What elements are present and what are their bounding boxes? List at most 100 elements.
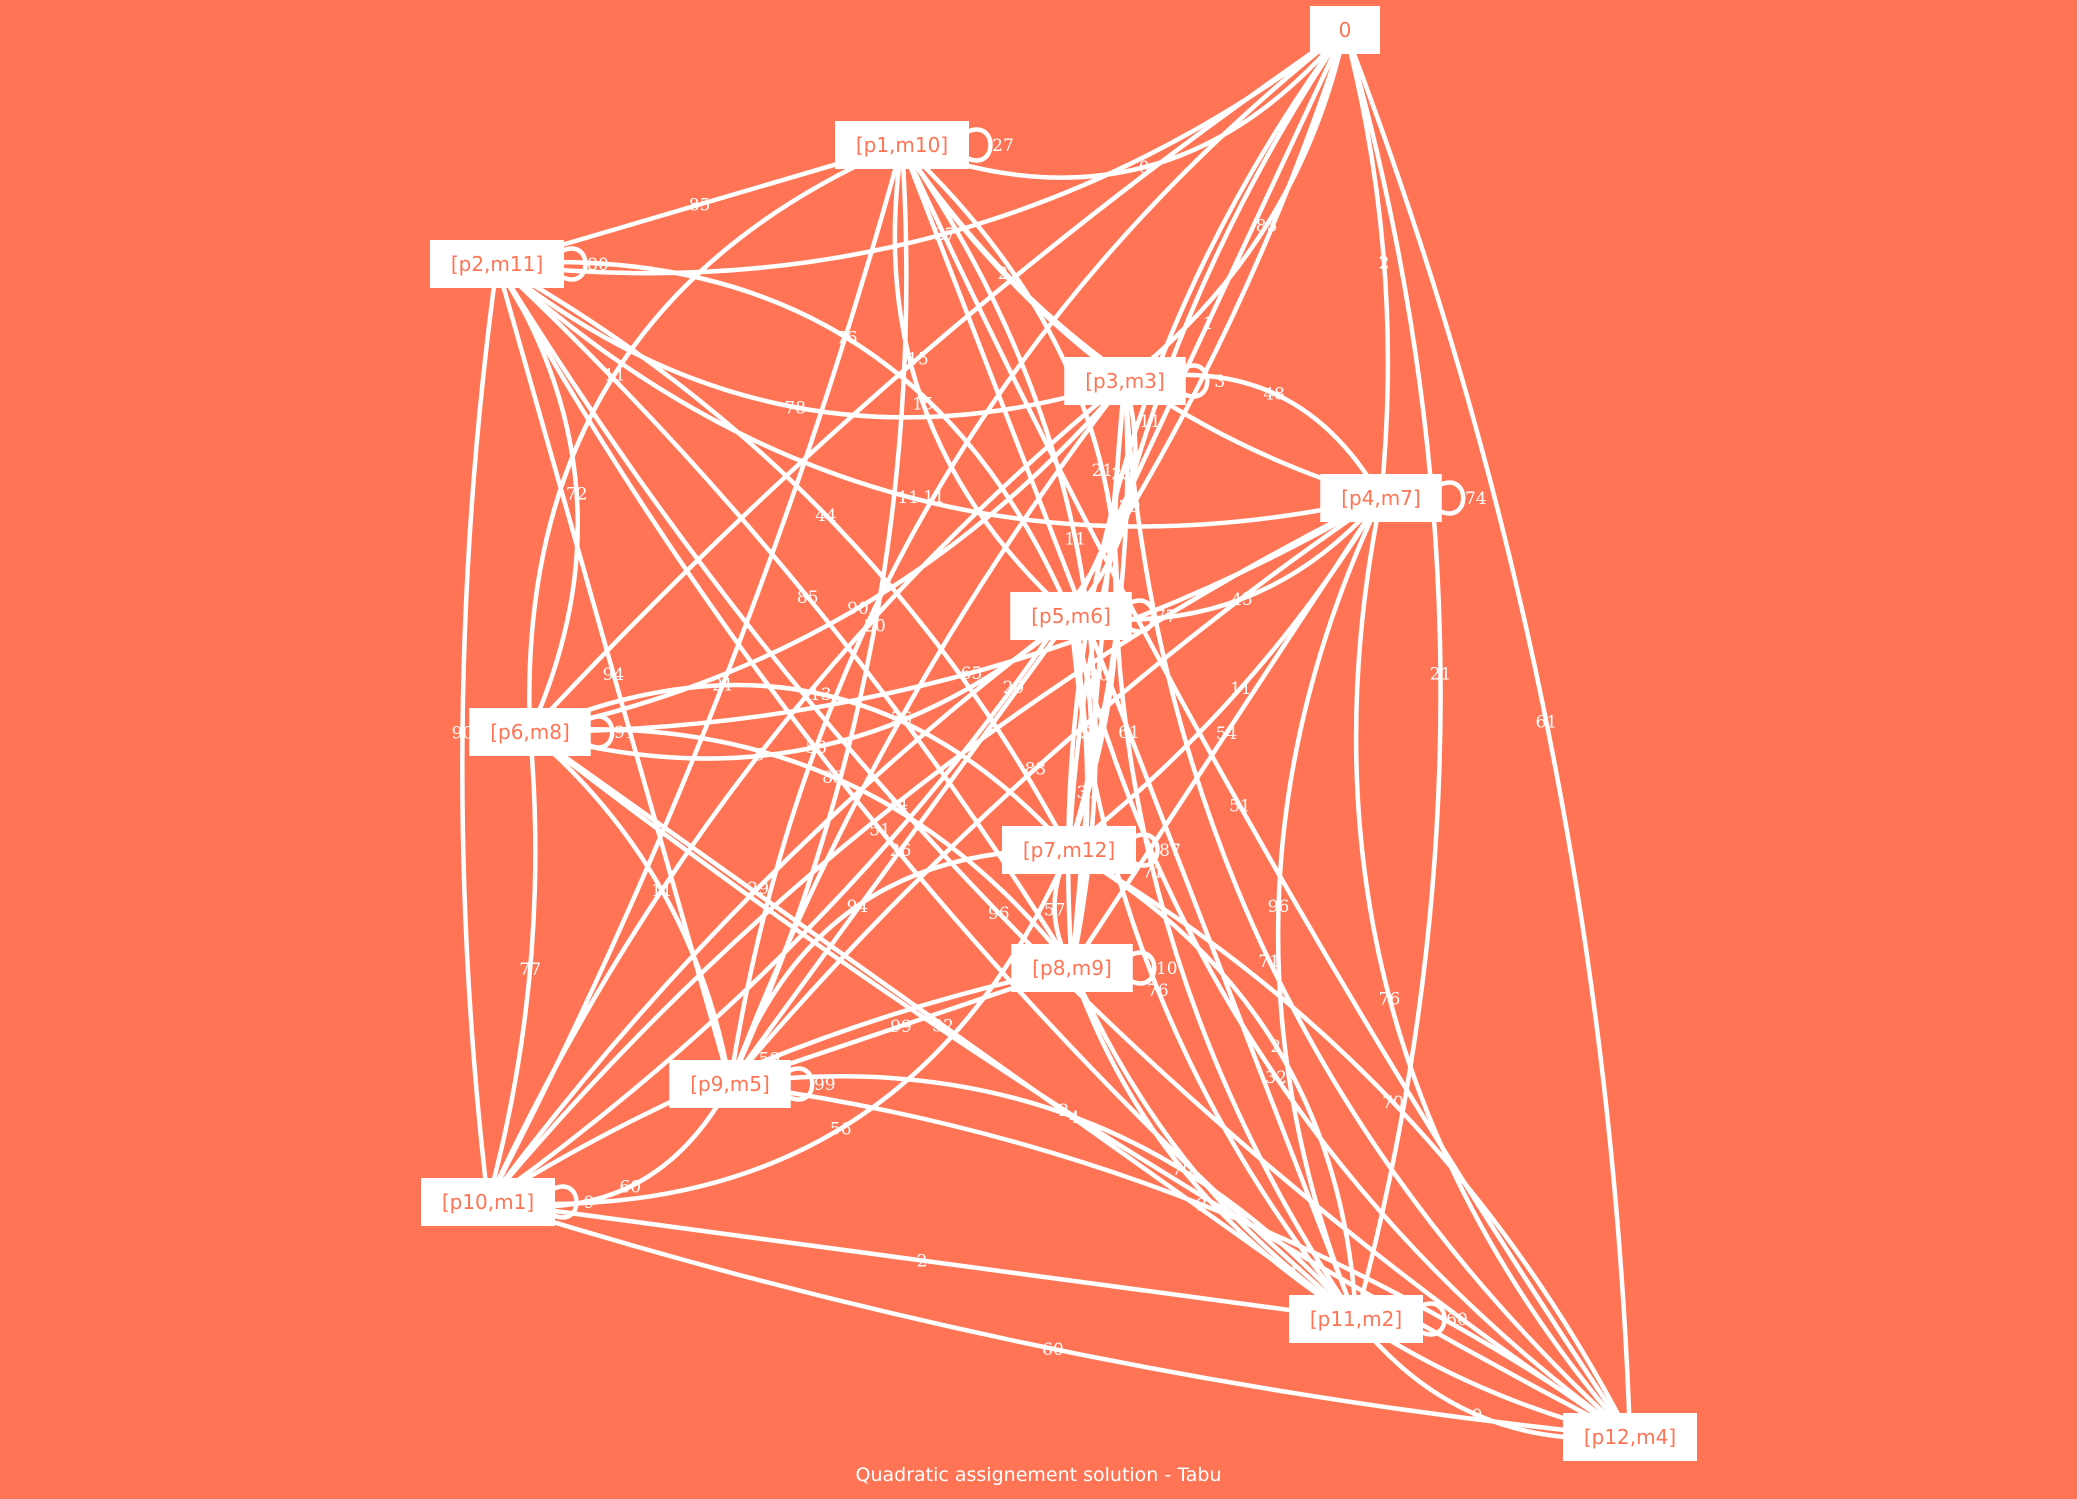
node-n8: [p8,m9] (1011, 944, 1133, 992)
edge-n1-n1 (962, 127, 993, 163)
node-n12: [p12,m4] (1563, 1413, 1697, 1461)
edge-n7-n11 (1066, 847, 1359, 1322)
edge-n2-n8 (494, 261, 1075, 971)
edge-n6-n12 (527, 729, 1633, 1440)
edge-weight-label: 29 (1119, 497, 1141, 517)
edge-n7-n12 (1066, 847, 1633, 1440)
edge-n0-n1 (899, 27, 1348, 180)
edge-n6-n10 (485, 729, 538, 1205)
edge-n3-n11 (1112, 378, 1359, 1322)
edge-n1-n6 (527, 142, 905, 735)
edge-weight-label: 60 (1042, 1340, 1064, 1360)
edge-weight-label: 35 (1111, 465, 1133, 485)
edge-weight-label: 21 (712, 675, 734, 695)
node-box (1011, 944, 1133, 992)
edge-weight-label: 77 (1155, 607, 1177, 627)
edge-weight-label: 70 (1172, 1160, 1194, 1180)
edge-weight-label: 51 (1229, 797, 1251, 817)
edge-weight-label: 85 (797, 588, 819, 608)
edge-weight-label: 2 (997, 264, 1008, 284)
edge-n7-n7 (1129, 832, 1160, 868)
edge-weight-label: 2 (1379, 253, 1390, 273)
edge-n3-n9 (727, 378, 1128, 1087)
edge-weight-label: 21 (1430, 665, 1452, 685)
edge-weight-label: 90 (452, 724, 474, 744)
edge-weight-label: 11 (1139, 412, 1161, 432)
edge-labels-layer: 0278521151135112021612785211511211120216… (452, 136, 1557, 1426)
node-label: [p12,m4] (1584, 1425, 1676, 1449)
node-label: [p7,m12] (1023, 838, 1115, 862)
edge-n6-n7 (527, 682, 1072, 853)
edge-n11-n11 (1416, 1301, 1447, 1337)
edge-weight-label: 87 (1159, 841, 1181, 861)
edge-weight-label: 15 (907, 349, 929, 369)
edge-weight-label: 11 (1064, 529, 1086, 549)
node-n7: [p7,m12] (1002, 826, 1136, 874)
node-box (1010, 592, 1132, 640)
edge-n5-n11 (1068, 613, 1359, 1322)
edge-weight-label: 0 (1139, 158, 1150, 178)
edge-n2-n12 (494, 261, 1633, 1440)
edge-weight-label: 2 (1196, 1196, 1207, 1216)
edge-n0-n6 (527, 27, 1348, 735)
node-box (469, 708, 591, 756)
edge-weight-label: 78 (784, 398, 806, 418)
edge-weight-label: 21 (1091, 461, 1113, 481)
edge-n9-n11 (727, 1074, 1359, 1322)
edge-weight-label: 61 (1535, 713, 1557, 733)
edge-weight-label: 83 (1025, 760, 1047, 780)
edge-n0-n9 (727, 27, 1348, 1087)
node-label: [p11,m2] (1310, 1307, 1402, 1331)
edge-n5-n8 (1068, 613, 1090, 971)
edge-n4-n8 (1069, 495, 1384, 971)
edge-weight-label: 0 (1472, 1406, 1483, 1426)
edge-weight-label: 57 (1044, 900, 1066, 920)
edge-weight-label: 20 (864, 616, 886, 636)
node-box (669, 1060, 791, 1108)
diagram-caption: Quadratic assignement solution - Tabu (855, 1464, 1222, 1486)
node-box (421, 1178, 555, 1226)
edge-weight-label: 61 (1118, 723, 1140, 743)
edge-weight-label: 71 (1258, 952, 1280, 972)
edge-n2-n5 (494, 259, 1074, 619)
edge-n6-n6 (584, 714, 615, 750)
edge-weight-label: 13 (810, 685, 832, 705)
node-box (1002, 826, 1136, 874)
node-n0: 0 (1310, 6, 1380, 54)
edge-n6-n9 (527, 729, 733, 1087)
edge-weight-label: 76 (836, 329, 858, 349)
edge-n5-n12 (1068, 613, 1633, 1440)
edge-weight-label: 60 (619, 1178, 641, 1198)
edge-weight-label: 96 (988, 904, 1010, 924)
edge-weight-label: 76 (1147, 981, 1169, 1001)
edge-n5-n10 (485, 613, 1074, 1205)
edge-weight-label: 74 (1465, 489, 1487, 509)
edge-weight-label: 32 (1265, 1068, 1287, 1088)
node-n5: [p5,m6] (1010, 592, 1132, 640)
edge-weight-label: 1 (1203, 314, 1214, 334)
edge-weight-label: 4 (1288, 1262, 1299, 1282)
edge-n2-n11 (494, 261, 1359, 1322)
edge-n6-n8 (527, 727, 1075, 971)
edge-weight-label: 77 (519, 960, 541, 980)
edge-weight-label: 27 (934, 225, 956, 245)
edge-weight-label: 14 (887, 794, 909, 814)
edge-weight-label: 76 (1379, 989, 1401, 1009)
edge-weight-label: 54 (1216, 724, 1238, 744)
edge-weight-label: 9 (584, 1193, 595, 1213)
edge-weight-label: 83 (822, 768, 844, 788)
edge-weight-label: 60 (1446, 1310, 1468, 1330)
edge-weight-label: 32 (932, 1017, 954, 1037)
edge-weight-label: 2 (1058, 1101, 1069, 1121)
edge-n1-n7 (899, 142, 1120, 853)
edge-weight-label: 85 (1256, 216, 1278, 236)
edge-weight-label: 48 (1263, 384, 1285, 404)
edge-n2-n7 (494, 261, 1072, 853)
node-label: [p10,m1] (442, 1190, 534, 1214)
edge-weight-label: 11 (604, 365, 626, 385)
edge-weight-label: 44 (815, 506, 837, 526)
edge-n10-n10 (548, 1184, 579, 1220)
node-n3: [p3,m3] (1064, 357, 1186, 405)
edge-n0-n4 (1342, 27, 1391, 501)
edge-weight-label: 45 (1231, 590, 1253, 610)
